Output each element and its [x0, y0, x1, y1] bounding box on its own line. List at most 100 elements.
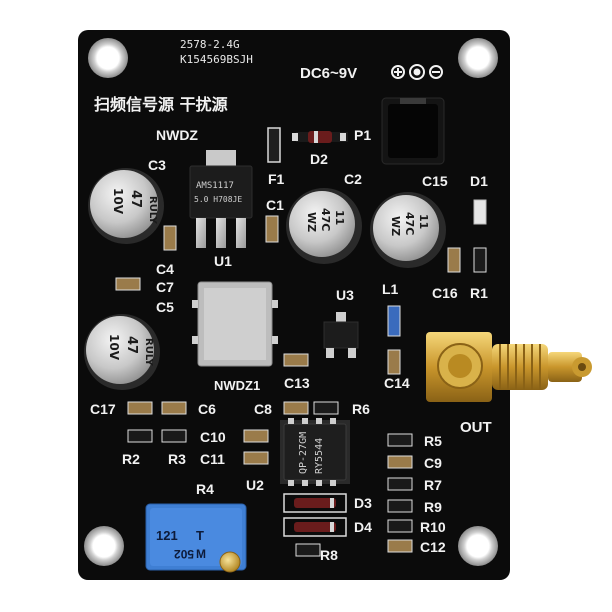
cap-c15-line3: WZ [389, 216, 402, 236]
label-u3: U3 [336, 287, 354, 303]
smd-c4 [163, 225, 177, 251]
label-c13: C13 [284, 375, 310, 391]
cap-c15-line2: 47C [403, 212, 416, 235]
maker2-label: NWDZ1 [214, 378, 260, 393]
smd-c17a [127, 401, 153, 415]
capacitor-c2: 11 47C WZ [286, 188, 362, 264]
pot-adjust-screw [219, 551, 241, 573]
regulator-line2: 5.0 H708JE [194, 195, 242, 204]
capacitor-c17: RULY 47 10V [84, 314, 160, 390]
smd-c11 [243, 451, 269, 465]
label-r9: R9 [424, 499, 442, 515]
board-title: 扫频信号源 干扰源 [94, 95, 228, 114]
diode-d4 [283, 517, 347, 537]
label-d2: D2 [310, 151, 328, 167]
label-r1: R1 [470, 285, 488, 301]
label-u2: U2 [246, 477, 264, 493]
pot-line1: 121 [156, 528, 178, 543]
dc-polarity-icon [391, 64, 443, 80]
smd-c10 [243, 429, 269, 443]
cap-c3-line1: RULY [147, 196, 158, 225]
label-p1: P1 [354, 127, 371, 143]
label-c10: C10 [200, 429, 226, 445]
label-c17: C17 [90, 401, 116, 417]
label-c9: C9 [424, 455, 442, 471]
label-r3: R3 [168, 451, 186, 467]
label-c12: C12 [420, 539, 446, 555]
label-r7: R7 [424, 477, 442, 493]
label-c1: C1 [266, 197, 284, 213]
mounting-holes [84, 38, 498, 566]
diode-d3 [283, 493, 347, 513]
smd-r3 [161, 429, 187, 443]
smd-r2 [127, 429, 153, 443]
label-r2: R2 [122, 451, 140, 467]
cap-c3-line3: 10V [111, 188, 125, 215]
label-c6: C6 [198, 401, 216, 417]
ic-line2: RY5544 [314, 438, 325, 474]
label-d3: D3 [354, 495, 372, 511]
capacitor-c15: 11 47C WZ [370, 192, 446, 268]
diode-d2 [292, 131, 348, 143]
transistor-u3 [323, 312, 359, 358]
cap-c17-line2: 47 [124, 336, 139, 354]
smd-c1 [265, 215, 279, 243]
pot-line4: M [196, 547, 206, 561]
cap-c2-line2: 47C [319, 208, 332, 231]
label-c15: C15 [422, 173, 448, 189]
smd-c17b [161, 401, 187, 415]
led-d1 [473, 199, 487, 225]
right-smd-column [387, 433, 413, 553]
label-c2: C2 [344, 171, 362, 187]
header-line-1: 2578-2.4G [180, 38, 240, 51]
label-r4: R4 [196, 481, 214, 497]
label-d4: D4 [354, 519, 372, 535]
sma-connector [426, 332, 592, 402]
rf-shield-module [192, 281, 278, 367]
smd-r8 [295, 543, 321, 557]
maker-label: NWDZ [156, 127, 198, 143]
ic-line1: QP-27GM [298, 432, 309, 474]
label-u1: U1 [214, 253, 232, 269]
smd-c8 [283, 401, 309, 415]
label-c4: C4 [156, 261, 174, 277]
power-label: DC6~9V [300, 65, 357, 82]
capacitor-c3: RULY 47 10V [88, 168, 164, 244]
out-label: OUT [460, 419, 492, 436]
label-c16: C16 [432, 285, 458, 301]
label-c11: C11 [200, 451, 225, 467]
cap-c2-line1: 11 [333, 210, 346, 225]
smd-c13 [283, 353, 309, 367]
label-r5: R5 [424, 433, 442, 449]
smd-c16 [447, 247, 461, 273]
pot-line2: T [196, 528, 204, 543]
label-c7: C7 [156, 279, 174, 295]
cap-c17-line1: RULY [143, 338, 154, 367]
label-l1: L1 [382, 281, 399, 297]
trimmer-pot-r4: 121 T 502 M [145, 503, 247, 573]
inductor-l1 [387, 305, 401, 337]
label-f1: F1 [268, 171, 285, 187]
label-c5: C5 [156, 299, 174, 315]
label-c3: C3 [148, 157, 166, 173]
cap-c15-line1: 11 [417, 214, 430, 229]
cap-c2-line3: WZ [305, 212, 318, 232]
label-r6: R6 [352, 401, 370, 417]
smd-c14 [387, 349, 401, 375]
label-r10: R10 [420, 519, 446, 535]
fuse-f1 [267, 127, 281, 163]
cap-c17-line3: 10V [107, 334, 121, 361]
smd-r6a [313, 401, 339, 415]
smd-c7 [115, 277, 141, 291]
cap-c3-line2: 47 [128, 190, 143, 208]
label-c14: C14 [384, 375, 410, 391]
label-c8: C8 [254, 401, 272, 417]
pot-line3: 502 [174, 547, 194, 561]
header-line-2: K154569BSJH [180, 53, 253, 66]
smd-r1 [473, 247, 487, 273]
dc-jack [381, 97, 445, 165]
ic-u2: QP-27GM RY5544 [280, 418, 350, 486]
label-d1: D1 [470, 173, 488, 189]
regulator-u1: AMS1117 5.0 H708JE [189, 150, 253, 248]
